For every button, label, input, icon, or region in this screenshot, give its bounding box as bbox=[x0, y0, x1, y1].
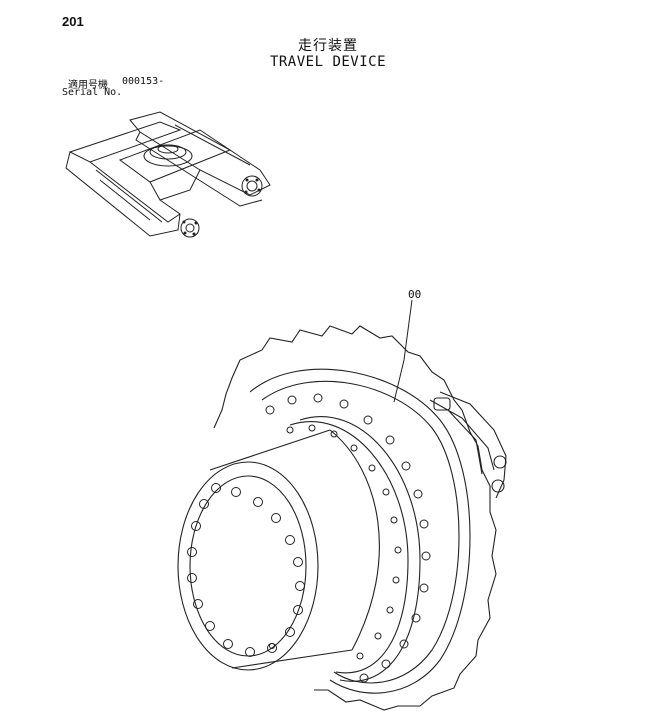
page-number: 201 bbox=[62, 14, 84, 29]
serial-number-value: 000153- bbox=[122, 76, 165, 87]
title-japanese: 走行装置 bbox=[298, 38, 358, 54]
serial-label-english: Serial No. bbox=[62, 87, 123, 98]
serial-label-japanese: 適用号機 bbox=[68, 80, 108, 91]
title-english: TRAVEL DEVICE bbox=[269, 54, 387, 70]
callout-label-00: 00 bbox=[408, 288, 422, 301]
